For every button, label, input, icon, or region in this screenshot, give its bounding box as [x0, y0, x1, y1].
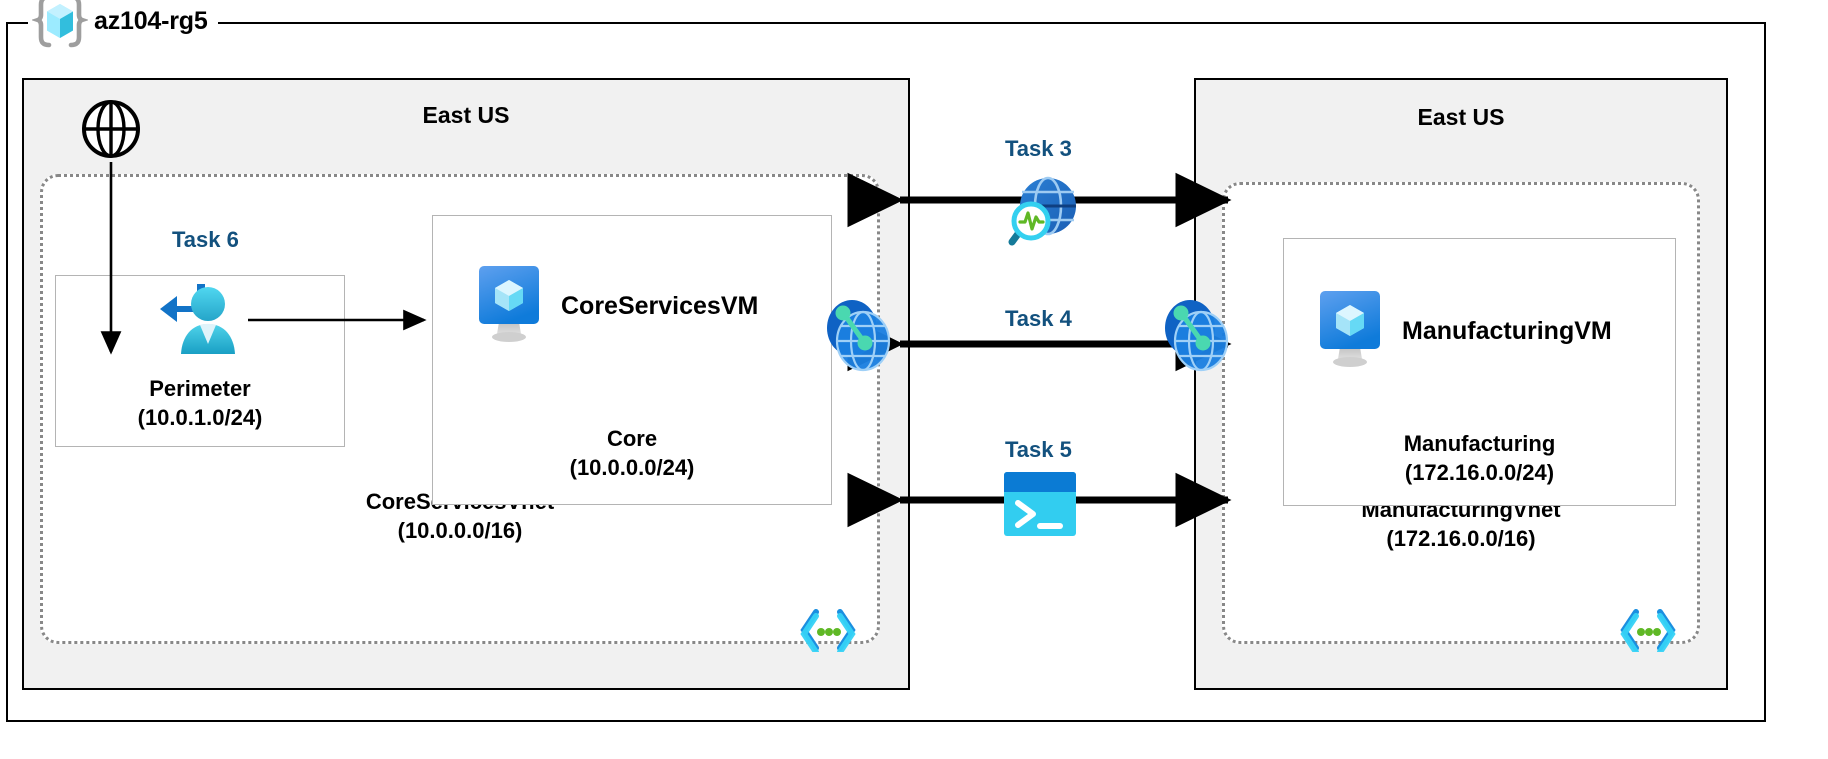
subnet-core-cidr: (10.0.0.0/24) — [569, 454, 695, 480]
vm-coreservicesvm-label: CoreServicesVM — [561, 292, 759, 320]
vnet-manufacturing-cidr: (172.16.0.0/16) — [1386, 525, 1536, 551]
vm-manufacturingvm-label: ManufacturingVM — [1402, 317, 1612, 345]
vnet-peering-icon-left — [822, 292, 896, 383]
task-label-5: Task 5 — [1005, 437, 1072, 462]
subnet-core: CoreServicesVM Core (10.0.0.0/24) — [432, 215, 832, 505]
region-title-left: East US — [422, 102, 510, 128]
vnet-peering-icon-right — [1160, 292, 1234, 383]
vnet-coreservices-cidr: (10.0.0.0/16) — [397, 517, 523, 543]
task-label-4: Task 4 — [1005, 306, 1072, 331]
subnet-perimeter-cidr: (10.0.1.0/24) — [137, 404, 263, 430]
virtual-machine-icon — [1314, 287, 1386, 376]
subnet-manufacturing-caption: Manufacturing (172.16.0.0/24) — [1284, 429, 1675, 487]
cloud-shell-icon — [1002, 470, 1078, 543]
subnet-core-name: Core — [606, 425, 658, 451]
vm-coreservicesvm: CoreServicesVM — [473, 262, 758, 351]
subnet-manufacturing-cidr: (172.16.0.0/24) — [1404, 459, 1555, 485]
region-title-right: East US — [1417, 104, 1505, 130]
task-label-3: Task 3 — [1005, 136, 1072, 161]
task-label-6: Task 6 — [172, 227, 239, 252]
subnet-perimeter-name: Perimeter — [149, 375, 251, 401]
bastion-user-icon — [152, 278, 244, 365]
resource-group-label: az104-rg5 — [28, 0, 218, 48]
virtual-machine-icon — [473, 262, 545, 351]
subnet-perimeter-caption: Perimeter (10.0.1.0/24) — [56, 374, 344, 432]
network-watcher-icon — [1000, 172, 1084, 261]
code-brackets-icon-left — [800, 608, 856, 657]
subnet-manufacturing: ManufacturingVM Manufacturing (172.16.0.… — [1283, 238, 1676, 506]
resource-group-name: az104-rg5 — [94, 6, 208, 35]
azure-resource-group-icon — [32, 0, 88, 49]
globe-icon — [80, 98, 142, 165]
subnet-core-caption: Core (10.0.0.0/24) — [433, 424, 831, 482]
subnet-manufacturing-name: Manufacturing — [1403, 430, 1556, 456]
code-brackets-icon-right — [1620, 608, 1676, 657]
vm-manufacturingvm: ManufacturingVM — [1314, 287, 1612, 376]
